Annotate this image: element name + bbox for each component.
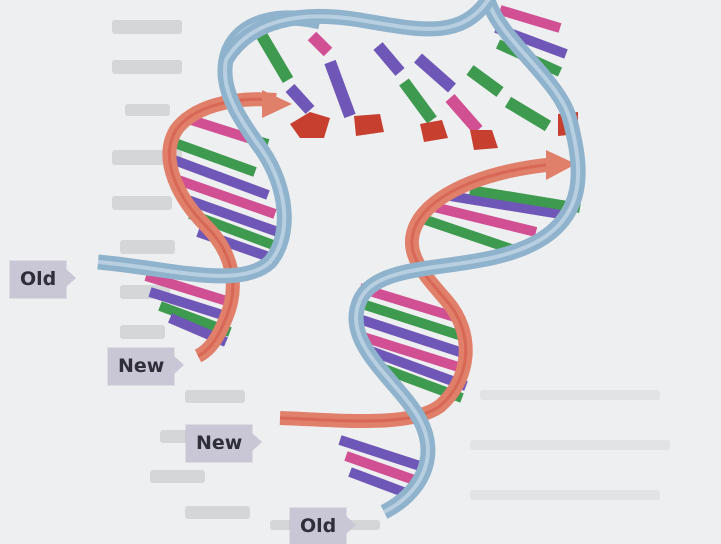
label-old-strand-left: Old <box>10 261 66 298</box>
right-daughter-helix <box>280 0 580 512</box>
label-new-strand-left: New <box>108 348 174 385</box>
label-new-strand-bottom: New <box>186 425 252 462</box>
label-old-strand-bottom: Old <box>290 508 346 544</box>
left-new-strand-arrowhead <box>262 90 292 118</box>
